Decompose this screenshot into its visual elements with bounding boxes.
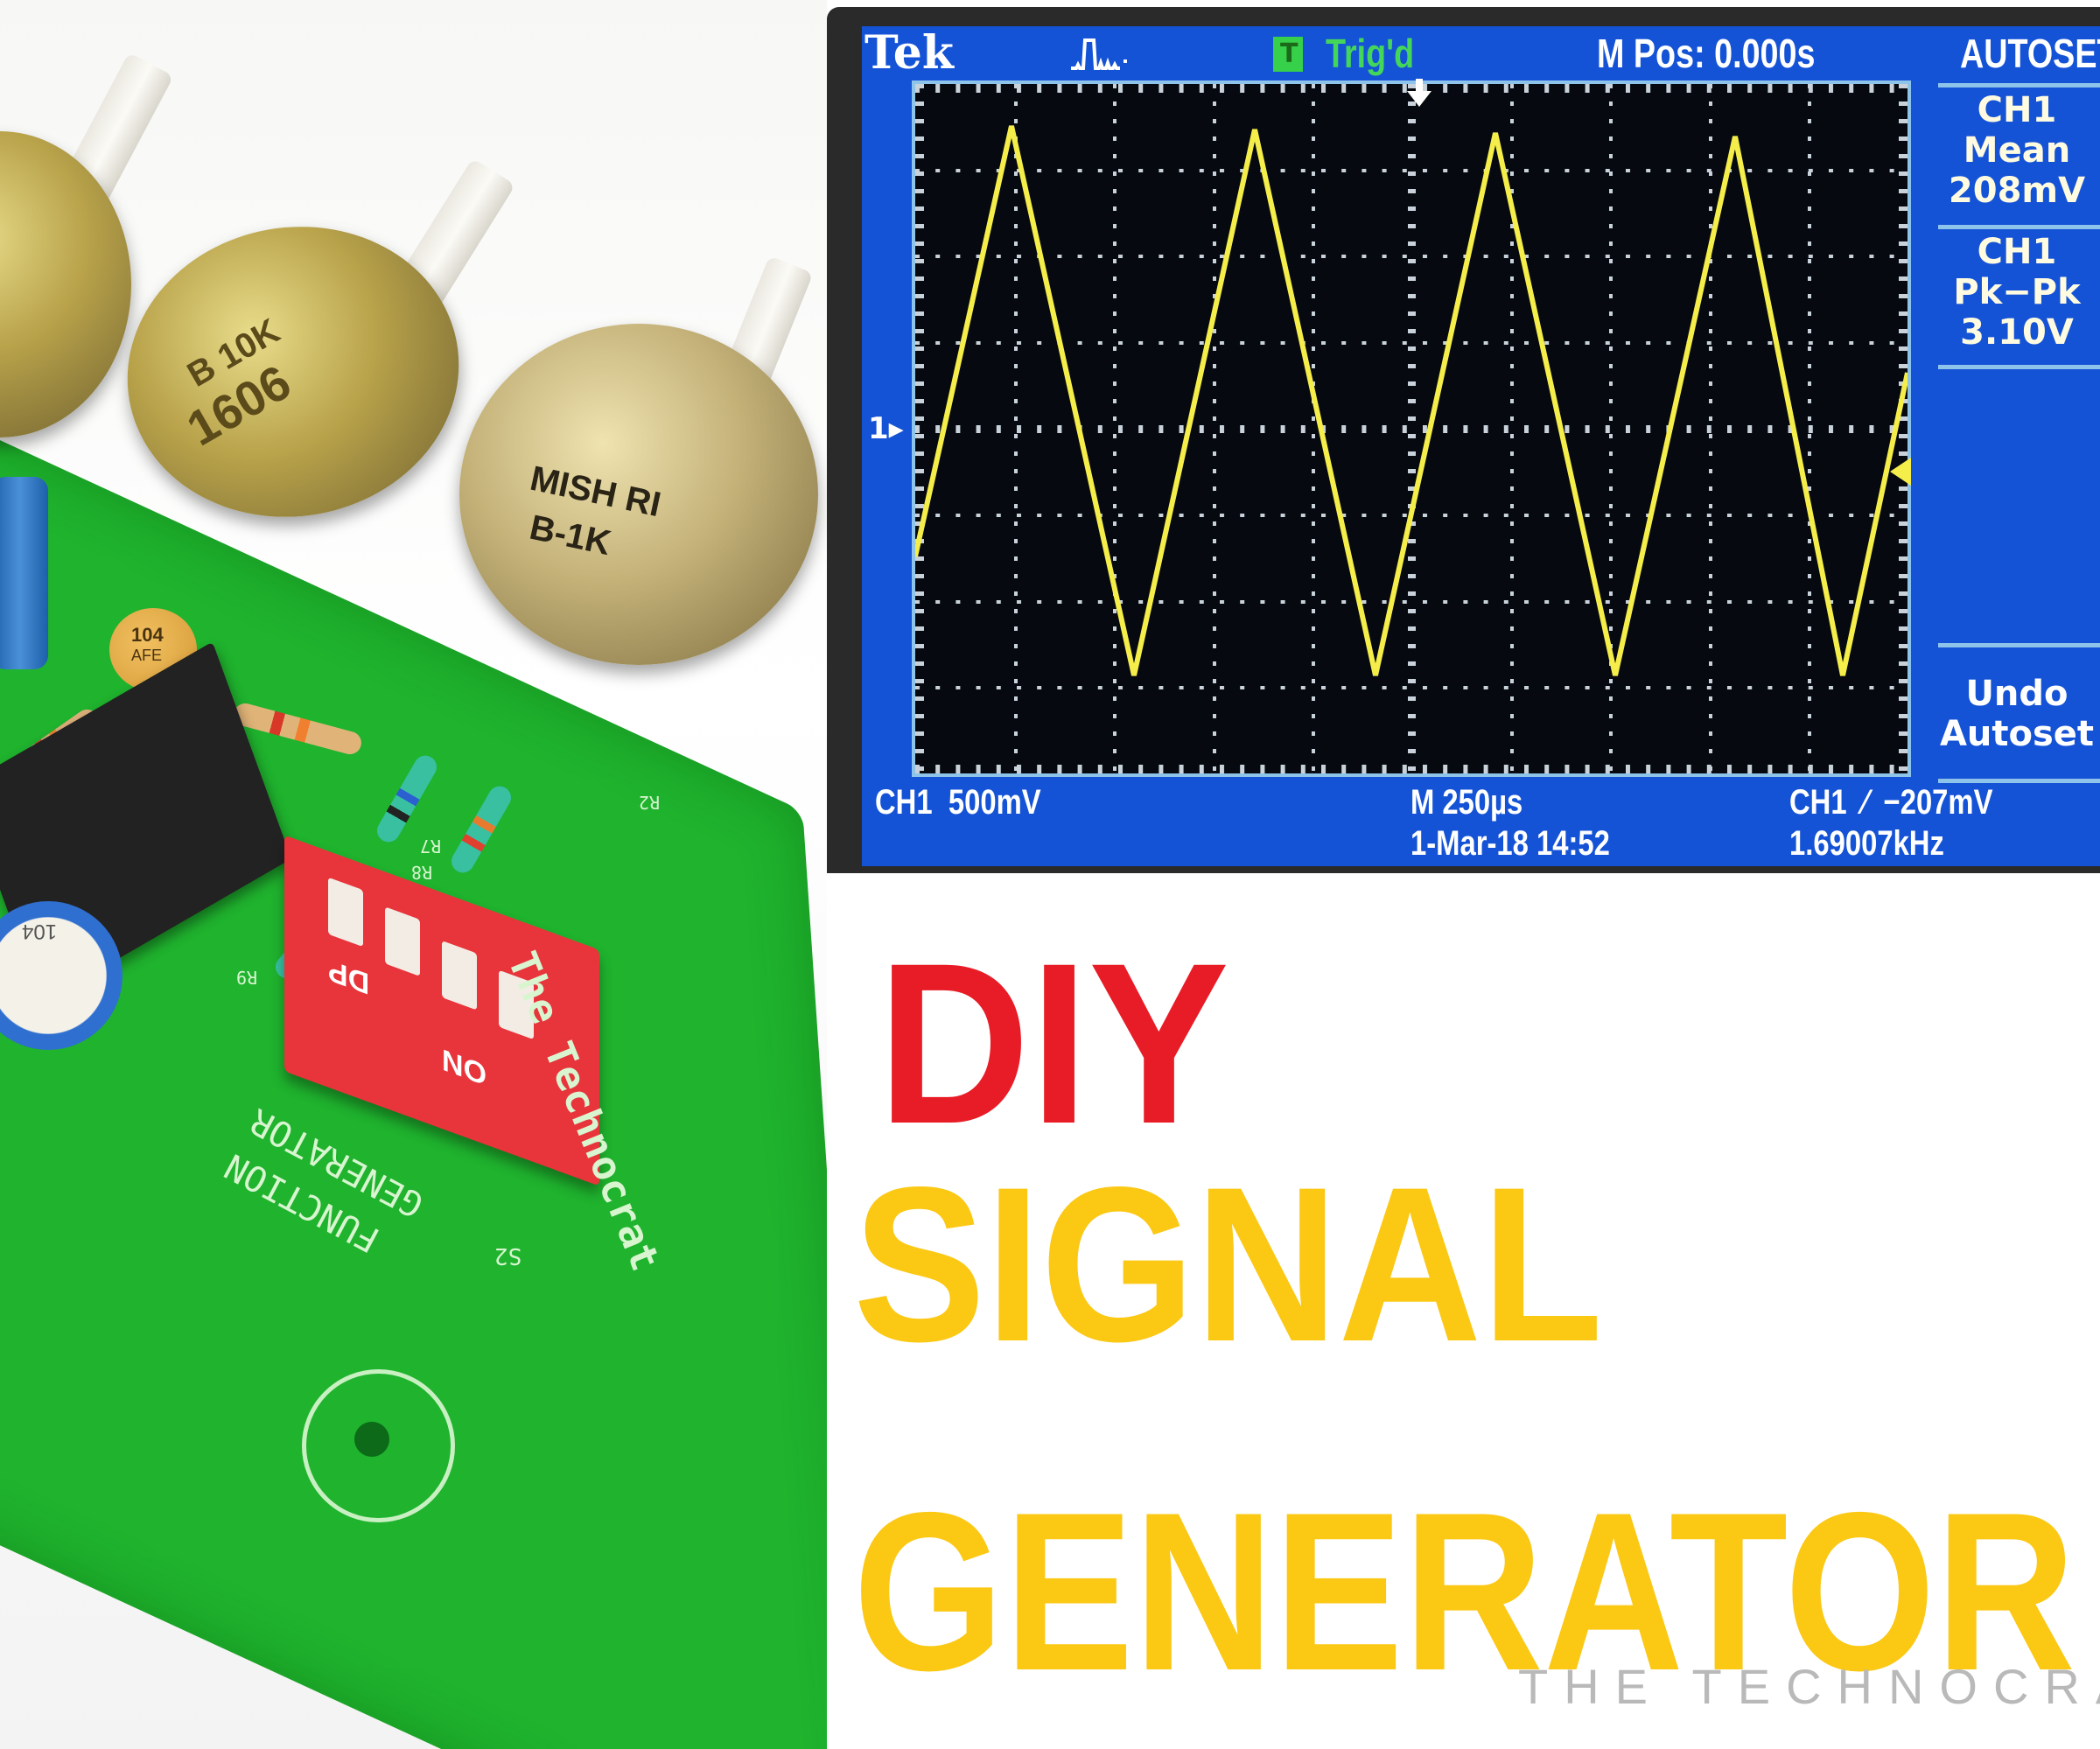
timebase: M 250µs xyxy=(1410,783,1523,822)
ch1-trace xyxy=(915,125,1908,676)
trigger-position-arrow-icon xyxy=(1407,79,1432,107)
dip-switch-4[interactable] xyxy=(328,877,363,948)
menu-item-ch1-mean[interactable]: CH1 Mean 208mV xyxy=(1934,90,2100,211)
trigger-badge: T xyxy=(1273,37,1303,72)
silkscreen-r7: R7 xyxy=(420,836,442,857)
mount-hole xyxy=(302,1369,455,1522)
datetime: 1-Mar-18 14:52 xyxy=(1410,824,1610,863)
graticule xyxy=(912,80,1911,777)
trigger-level-arrow-icon xyxy=(1890,458,1911,486)
title-diy: DIY xyxy=(878,915,1229,1172)
menu-item-line: Autoset xyxy=(1939,714,2095,754)
dip-switch-2[interactable] xyxy=(442,941,477,1011)
menu-item-line: CH1 xyxy=(1977,90,2057,130)
watermark-the-technocrat: THE TECHNOCRAT xyxy=(1518,1659,2100,1714)
menu-item-line: CH1 xyxy=(1977,232,2057,272)
brand-logo: Tek xyxy=(864,26,954,80)
trimmer-potentiometer[interactable]: 104 xyxy=(0,901,122,1050)
undo-autoset-button[interactable]: Undo Autoset xyxy=(1934,674,2100,754)
menu-item-line: Undo xyxy=(1965,674,2068,714)
menu-title-autoset: AUTOSET xyxy=(1960,31,2100,76)
panel-divider xyxy=(1938,779,2100,783)
ch1-marker-label: 1 xyxy=(868,411,889,446)
trimmer-label: 104 xyxy=(22,920,58,943)
panel-divider xyxy=(1938,83,2100,87)
horizontal-position: M Pos: 0.000s xyxy=(1597,31,1816,76)
pot-label-line2: B-1K xyxy=(526,507,614,563)
electrolytic-capacitor xyxy=(0,477,48,669)
arrow-right-icon: ▸ xyxy=(888,411,904,446)
trigger-readout: CH1 ∕ −207mV xyxy=(1789,783,1993,822)
menu-item-line: Pk−Pk xyxy=(1953,272,2081,312)
trigger-status: Trig'd xyxy=(1326,31,1415,76)
panel-divider xyxy=(1938,365,2100,369)
ch1-volts-per-div: CH1 500mV xyxy=(875,783,1041,822)
panel-divider xyxy=(1938,643,2100,647)
silkscreen-r9: R9 xyxy=(236,967,258,988)
menu-item-ch1-pkpk[interactable]: CH1 Pk−Pk 3.10V xyxy=(1934,232,2100,353)
silkscreen-s2: S2 xyxy=(494,1242,522,1269)
trigger-badge-label: T xyxy=(1280,38,1298,69)
title-signal: SIGNAL xyxy=(853,1142,1603,1388)
pcb-photo: B 10K 1606 MISH RI B-1K 104 AFE 104 DP O… xyxy=(0,0,827,1749)
ch1-ground-marker: 1▸ xyxy=(868,411,904,446)
dip-brand-label: DP xyxy=(328,952,370,1001)
silkscreen-r8: R8 xyxy=(411,862,433,883)
menu-item-value: 208mV xyxy=(1948,171,2086,211)
title-generator: GENERATOR xyxy=(853,1465,2076,1718)
dip-switch-3[interactable] xyxy=(385,906,420,976)
frequency-readout: 1.69007kHz xyxy=(1789,824,1944,863)
silkscreen-r2: R2 xyxy=(639,792,661,813)
dip-on-label: ON xyxy=(442,1042,486,1092)
potentiometer-3[interactable]: MISH RI B-1K xyxy=(459,324,818,665)
waveform-pulse-icon xyxy=(1071,38,1127,70)
menu-item-line: Mean xyxy=(1963,130,2071,171)
cap-label-line1: 104 xyxy=(131,624,164,646)
graticule-lines xyxy=(915,84,1908,773)
mount-hole-center xyxy=(354,1422,389,1457)
menu-item-value: 3.10V xyxy=(1960,312,2074,353)
panel-divider xyxy=(1938,225,2100,229)
cap-label-line2: AFE xyxy=(131,647,163,664)
